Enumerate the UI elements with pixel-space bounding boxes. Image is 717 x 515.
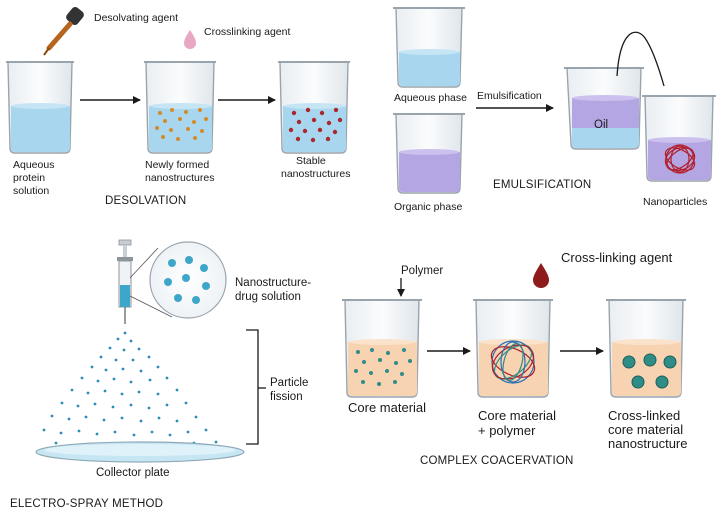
drug-particles: [164, 256, 210, 304]
aqueous-phase-label: Aqueous phase: [394, 92, 467, 104]
spray-droplets: [42, 331, 218, 447]
core-material-label: Core material: [348, 400, 426, 415]
beaker-aqueous-protein: [6, 61, 74, 154]
collector-plate-label: Collector plate: [96, 467, 170, 479]
beaker-newly-formed: [144, 61, 216, 154]
beaker-stable: [278, 61, 350, 154]
cross-linking-drop-icon: [533, 263, 549, 288]
nanoparticle-dots: [288, 107, 343, 143]
particle-fission-label: Particle fission: [270, 377, 312, 403]
crosslinked-particles: [622, 353, 677, 389]
electrospray-title: ELECTRO-SPRAY METHOD: [10, 498, 163, 510]
crosslinked-label: Cross-linked core material nanostructure: [608, 408, 688, 451]
organic-phase-label: Organic phase: [394, 201, 462, 213]
beaker2-label: Newly formed nanostructures: [145, 159, 214, 184]
dropper-tube: [46, 21, 73, 51]
oil-label: Oil: [594, 119, 608, 131]
nanoparticle-dots: [155, 108, 208, 141]
beaker3-label: Stable nanostructures: [281, 155, 350, 180]
polymer-coil: [490, 340, 536, 384]
beaker-core-polymer: [473, 299, 553, 398]
emulsification-section: Aqueous phase Organic phase Emulsificati…: [393, 7, 716, 213]
desolvating-agent-label: Desolvating agent: [94, 12, 178, 24]
beaker1-label: Aqueous protein solution: [13, 159, 57, 197]
desolvation-title: DESOLVATION: [105, 195, 186, 207]
tangled-nanoparticle: [664, 144, 696, 174]
syringe-icon: [117, 239, 133, 324]
core-polymer-label: Core material + polymer: [478, 408, 560, 438]
coacervation-title: COMPLEX COACERVATION: [420, 455, 574, 467]
crosslinking-drop-icon: [184, 30, 196, 49]
desolvation-section: Desolvating agent Crosslinking agent Aqu…: [6, 7, 350, 207]
nanoparticles-label: Nanoparticles: [643, 196, 707, 208]
crosslinking-agent-label: Crosslinking agent: [204, 26, 290, 38]
beaker-cross-linked: [606, 299, 686, 398]
pour-arrow: [616, 31, 665, 87]
dropper-icon: [43, 7, 84, 56]
electrospray-section: Nanostructure- drug solution Collector p…: [10, 239, 314, 510]
beaker-core-material: [342, 299, 422, 398]
coacervation-section: Polymer Cross-linking agent Core materia…: [342, 250, 688, 467]
core-particles: [354, 348, 412, 386]
beaker-nanoparticles: [642, 95, 716, 182]
beaker-organic-phase: [393, 113, 465, 194]
cross-linking-agent-label: Cross-linking agent: [561, 250, 673, 265]
liquid: [11, 106, 70, 152]
beaker-aqueous-phase: [393, 7, 465, 88]
polymer-label: Polymer: [401, 265, 443, 277]
solution-label: Nanostructure- drug solution: [235, 277, 314, 303]
fission-bracket: [246, 329, 259, 445]
emulsification-title: EMULSIFICATION: [493, 179, 591, 191]
beaker-oil: [564, 67, 644, 150]
emulsification-arrow-label: Emulsification: [477, 90, 542, 102]
